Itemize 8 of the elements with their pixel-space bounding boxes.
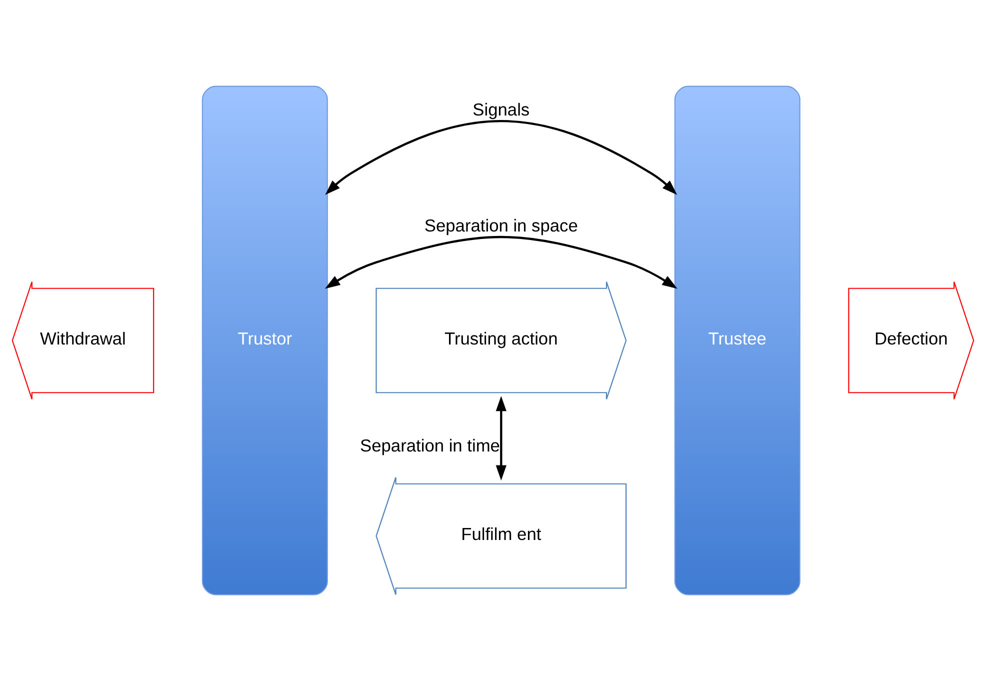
node-box: Trustee	[674, 86, 800, 596]
edge-label: Separation in space	[424, 216, 578, 236]
node-box: Trustor	[202, 86, 328, 596]
arrow	[496, 396, 506, 480]
edge-label: Separation in time	[360, 436, 500, 456]
edge-label: Signals	[472, 99, 530, 120]
arrow	[325, 120, 678, 195]
arrow	[324, 236, 678, 289]
